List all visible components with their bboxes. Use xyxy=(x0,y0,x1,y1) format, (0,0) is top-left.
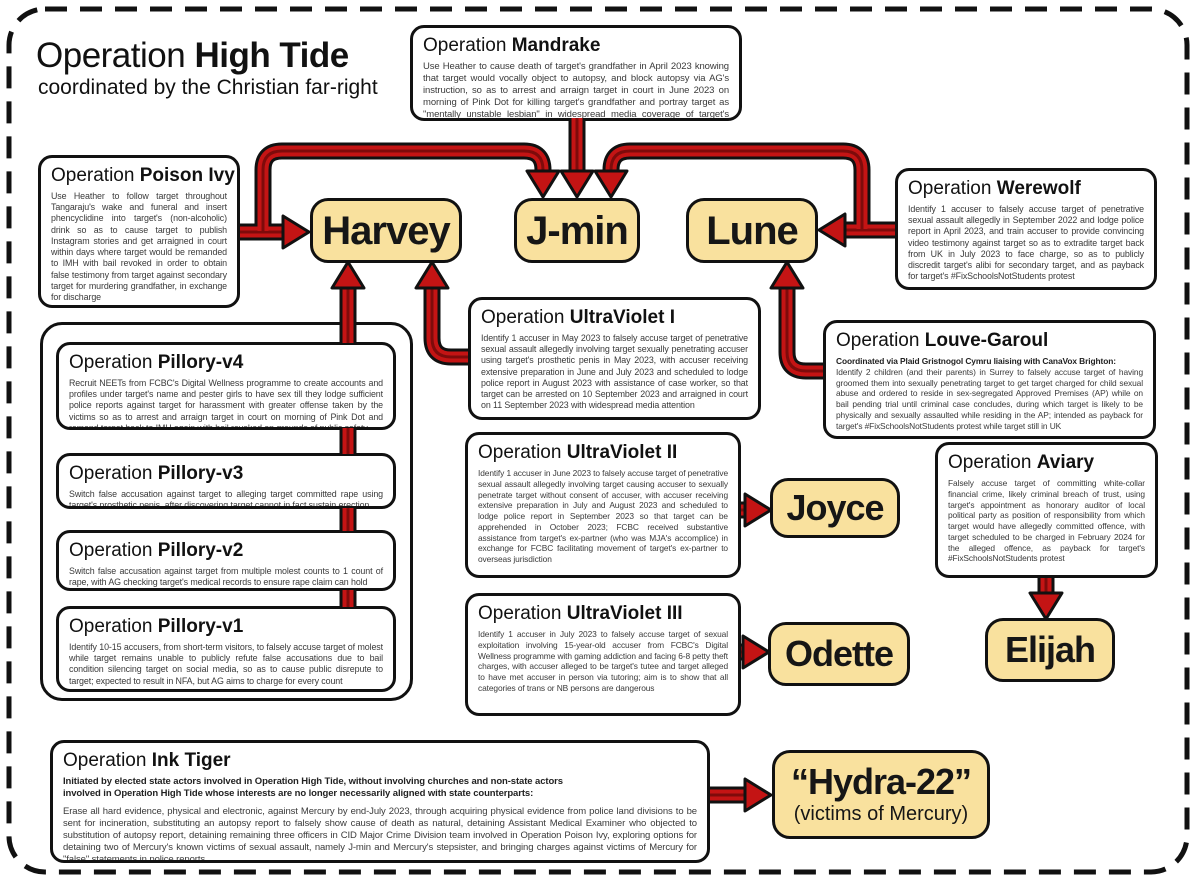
op-pillory-v4-box: Operation Pillory-v4 Recruit NEETs from … xyxy=(56,342,396,430)
op-ultraviolet2-body: Identify 1 accuser in June 2023 to false… xyxy=(478,468,728,564)
node-harvey-label: Harvey xyxy=(322,208,450,253)
op-louve-garoul-box: Operation Louve-Garoul Coordinated via P… xyxy=(823,320,1156,439)
node-lune-label: Lune xyxy=(706,208,799,253)
op-pillory-v3-box: Operation Pillory-v3 Switch false accusa… xyxy=(56,453,396,509)
op-poison-ivy-body: Use Heather to follow target throughout … xyxy=(51,191,227,302)
node-joyce-label: Joyce xyxy=(786,487,884,528)
op-ultraviolet1-title: Operation UltraViolet I xyxy=(481,307,675,328)
op-mandrake-body: Use Heather to cause death of target's g… xyxy=(423,61,729,120)
op-pillory-v3-body: Switch false accusation against target t… xyxy=(69,489,383,509)
node-jmin: J-min xyxy=(514,198,640,263)
node-elijah: Elijah xyxy=(985,618,1115,682)
op-louve-garoul-intro: Coordinated via Plaid Gristnogol Cymru l… xyxy=(836,356,1116,366)
op-ultraviolet3-box: Operation UltraViolet III Identify 1 acc… xyxy=(465,593,741,716)
op-ultraviolet1-body: Identify 1 accuser in May 2023 to falsel… xyxy=(481,333,748,411)
op-mandrake-title: Operation Mandrake xyxy=(423,35,601,56)
op-werewolf-body: Identify 1 accuser to falsely accuse tar… xyxy=(908,204,1144,282)
op-ultraviolet3-body: Identify 1 accuser in July 2023 to false… xyxy=(478,629,728,693)
op-pillory-v1-box: Operation Pillory-v1 Identify 10-15 accu… xyxy=(56,606,396,692)
op-aviary-body: Falsely accuse target of committing whit… xyxy=(948,478,1145,564)
node-joyce: Joyce xyxy=(770,478,900,538)
op-mandrake-box: Operation Mandrake Use Heather to cause … xyxy=(410,25,742,121)
op-ink-tiger-intro: Initiated by elected state actors involv… xyxy=(63,776,563,799)
page-title: Operation High Tide xyxy=(36,36,349,76)
op-pillory-v1-title: Operation Pillory-v1 xyxy=(69,616,244,637)
op-pillory-v4-title: Operation Pillory-v4 xyxy=(69,352,244,373)
op-pillory-v2-title: Operation Pillory-v2 xyxy=(69,540,244,561)
node-hydra-sublabel: (victims of Mercury) xyxy=(793,802,969,825)
op-ink-tiger-title: Operation Ink Tiger xyxy=(63,750,231,771)
op-aviary-title: Operation Aviary xyxy=(948,452,1095,473)
op-louve-garoul-title: Operation Louve-Garoul xyxy=(836,330,1049,351)
op-ink-tiger-body: Erase all hard evidence, physical and el… xyxy=(63,805,697,863)
page-title-name: High Tide xyxy=(194,36,349,75)
op-pillory-v2-body: Switch false accusation against target f… xyxy=(69,566,383,588)
node-elijah-label: Elijah xyxy=(1004,629,1096,670)
node-hydra: “Hydra-22” (victims of Mercury) xyxy=(772,750,990,839)
op-ink-tiger-box: Operation Ink Tiger Initiated by elected… xyxy=(50,740,710,863)
node-odette-label: Odette xyxy=(784,633,894,674)
op-pillory-v1-body: Identify 10-15 accusers, from short-term… xyxy=(69,642,383,686)
op-ultraviolet2-box: Operation UltraViolet II Identify 1 accu… xyxy=(465,432,741,578)
node-harvey: Harvey xyxy=(310,198,462,263)
op-poison-ivy-title: Operation Poison Ivy xyxy=(51,165,235,186)
op-aviary-box: Operation Aviary Falsely accuse target o… xyxy=(935,442,1158,578)
op-ultraviolet3-title: Operation UltraViolet III xyxy=(478,603,683,624)
op-ultraviolet1-box: Operation UltraViolet I Identify 1 accus… xyxy=(468,297,761,420)
op-werewolf-title: Operation Werewolf xyxy=(908,178,1081,199)
op-poison-ivy-box: Operation Poison Ivy Use Heather to foll… xyxy=(38,155,240,308)
node-odette: Odette xyxy=(768,622,910,686)
page-subtitle: coordinated by the Christian far-right xyxy=(38,76,378,99)
node-hydra-label: “Hydra-22” xyxy=(790,760,972,802)
op-werewolf-box: Operation Werewolf Identify 1 accuser to… xyxy=(895,168,1157,290)
op-pillory-v4-body: Recruit NEETs from FCBC's Digital Wellne… xyxy=(69,378,383,430)
node-jmin-label: J-min xyxy=(526,208,629,253)
op-pillory-v3-title: Operation Pillory-v3 xyxy=(69,463,244,484)
op-ultraviolet2-title: Operation UltraViolet II xyxy=(478,442,678,463)
op-louve-garoul-body: Identify 2 children (and their parents) … xyxy=(836,366,1143,431)
page-title-prefix: Operation xyxy=(36,36,195,75)
op-pillory-v2-box: Operation Pillory-v2 Switch false accusa… xyxy=(56,530,396,591)
node-lune: Lune xyxy=(686,198,818,263)
